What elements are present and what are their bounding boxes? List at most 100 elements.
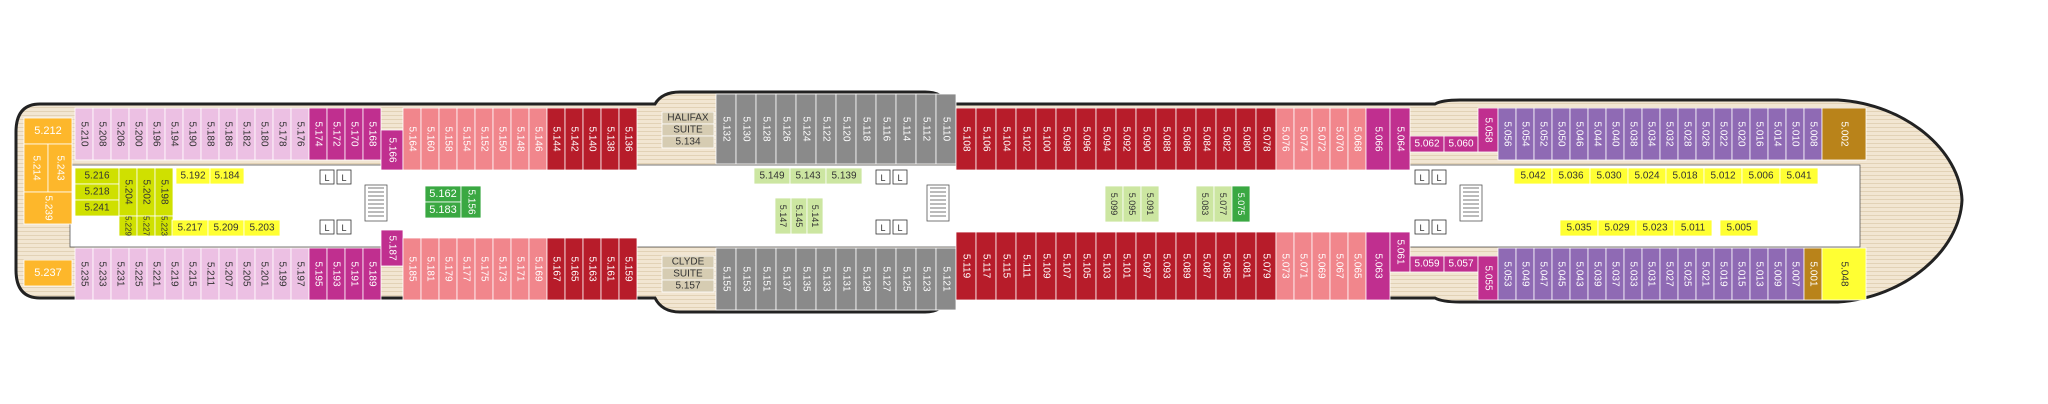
cabin-box[interactable] xyxy=(1140,185,1160,223)
cabin-number: 5.119 xyxy=(961,254,972,279)
cabin-number: 5.199 xyxy=(277,261,288,286)
cabin-number: 5.010 xyxy=(1790,121,1801,146)
cabin-number: 5.090 xyxy=(1141,126,1152,151)
cabin-number: 5.037 xyxy=(1610,261,1621,286)
cabin-number: 5.189 xyxy=(367,261,378,286)
cabin-number: 5.178 xyxy=(277,121,288,146)
cabin-number: 5.195 xyxy=(313,261,324,286)
cabin-box[interactable] xyxy=(243,219,281,237)
cabin-number: 5.102 xyxy=(1021,126,1032,151)
cabin-number: 5.062 xyxy=(1414,139,1439,150)
cabin-number: 5.231 xyxy=(115,261,126,286)
cabin-number: 5.139 xyxy=(831,171,856,182)
cabin-number: 5.176 xyxy=(295,121,306,146)
cabin-number: 5.058 xyxy=(1483,117,1494,142)
cabin-number: 5.018 xyxy=(1672,171,1697,182)
cabin-number: 5.132 xyxy=(721,116,732,141)
cabin-number: 5.122 xyxy=(821,116,832,141)
cabin-number: 5.203 xyxy=(249,223,274,234)
cabin-number: 5.172 xyxy=(331,121,342,146)
cabin-box[interactable] xyxy=(661,135,715,149)
cabin-number: 5.089 xyxy=(1181,253,1192,278)
cabin-number: 5.215 xyxy=(187,261,198,286)
cabin-box[interactable] xyxy=(23,143,49,193)
cabin-box[interactable] xyxy=(618,107,638,171)
cabin-number: 5.075 xyxy=(1236,193,1246,216)
cabin-number: 5.152 xyxy=(479,126,490,151)
cabin-number: 5.057 xyxy=(1448,259,1473,270)
cabin-number: 5.160 xyxy=(425,126,436,151)
cabin-box[interactable] xyxy=(1821,107,1867,161)
cabin-number: 5.149 xyxy=(759,171,784,182)
cabin-number: 5.053 xyxy=(1502,261,1513,286)
cabin-number: 5.225 xyxy=(133,261,144,286)
cabin-number: 5.028 xyxy=(1682,121,1693,146)
cabin-number: 5.210 xyxy=(79,121,90,146)
cabin-box[interactable] xyxy=(806,197,824,235)
cabin-box[interactable] xyxy=(23,259,73,287)
cabin-number: 5.150 xyxy=(497,126,508,151)
cabin-number: HALIFAX xyxy=(667,113,708,124)
cabin-number: 5.151 xyxy=(761,266,772,291)
cabin-number: 5.048 xyxy=(1839,261,1850,286)
cabin-number: 5.032 xyxy=(1664,121,1675,146)
cabin-number: 5.020 xyxy=(1736,121,1747,146)
cabin-number: 5.187 xyxy=(387,235,398,260)
cabin-number: 5.084 xyxy=(1201,126,1212,151)
cabin-number: 5.229 xyxy=(124,216,133,237)
cabin-number: 5.091 xyxy=(1145,193,1155,216)
cabin-number: 5.201 xyxy=(259,261,270,286)
cabin-number: 5.166 xyxy=(387,137,398,162)
cabin-box[interactable] xyxy=(1231,185,1251,223)
cabin-box[interactable] xyxy=(23,191,73,225)
cabin-box[interactable] xyxy=(618,237,638,301)
cabin-number: 5.065 xyxy=(1352,253,1363,278)
cabin-number: 5.019 xyxy=(1718,261,1729,286)
cabin-number: SUITE xyxy=(673,269,703,280)
cabin-box[interactable] xyxy=(460,185,482,219)
cabin-number: 5.124 xyxy=(801,116,812,141)
cabin-box[interactable] xyxy=(209,167,245,185)
cabin-number: 5.031 xyxy=(1646,261,1657,286)
cabin-box[interactable] xyxy=(1719,219,1759,237)
lift-label: L xyxy=(341,223,346,233)
cabin-number: 5.135 xyxy=(801,266,812,291)
cabin-number: 5.001 xyxy=(1808,261,1819,286)
cabin-box[interactable] xyxy=(1389,231,1411,273)
cabin-number: 5.111 xyxy=(1021,254,1032,278)
cabin-number: 5.128 xyxy=(761,116,772,141)
cabin-box[interactable] xyxy=(1365,231,1391,301)
cabin-number: 5.094 xyxy=(1101,126,1112,151)
cabin-number: 5.074 xyxy=(1298,126,1309,151)
cabin-number: 5.219 xyxy=(169,261,180,286)
cabin-number: 5.138 xyxy=(605,126,616,151)
cabin-box[interactable] xyxy=(661,279,715,293)
cabin-number: 5.146 xyxy=(533,126,544,151)
cabin-number: 5.136 xyxy=(623,126,634,151)
cabin-number: CLYDE xyxy=(672,257,705,268)
cabin-box[interactable] xyxy=(1821,247,1867,301)
cabin-number: 5.181 xyxy=(425,256,436,281)
cabin-number: 5.012 xyxy=(1710,171,1735,182)
cabin-number: 5.141 xyxy=(810,205,820,228)
cabin-number: 5.174 xyxy=(313,121,324,146)
cabin-number: 5.214 xyxy=(31,155,42,180)
cabin-number: 5.114 xyxy=(901,117,912,142)
cabin-number: 5.158 xyxy=(443,126,454,151)
cabin-box[interactable] xyxy=(1779,167,1819,185)
cabin-box[interactable] xyxy=(362,247,382,301)
cabin-number: 5.170 xyxy=(349,121,360,146)
cabin-number: 5.026 xyxy=(1700,121,1711,146)
cabin-box[interactable] xyxy=(825,167,863,185)
cabin-number: 5.127 xyxy=(881,266,892,291)
cabin-number: 5.198 xyxy=(159,179,170,204)
cabin-number: 5.099 xyxy=(1109,193,1119,216)
cabin-number: 5.059 xyxy=(1414,259,1439,270)
cabin-number: 5.126 xyxy=(781,116,792,141)
cabin-number: 5.216 xyxy=(84,171,109,182)
cabin-number: 5.140 xyxy=(587,126,598,151)
cabin-number: 5.072 xyxy=(1316,126,1327,151)
cabin-number: 5.156 xyxy=(466,189,477,214)
cabin-number: 5.241 xyxy=(84,203,109,214)
cabin-box[interactable] xyxy=(1673,219,1713,237)
